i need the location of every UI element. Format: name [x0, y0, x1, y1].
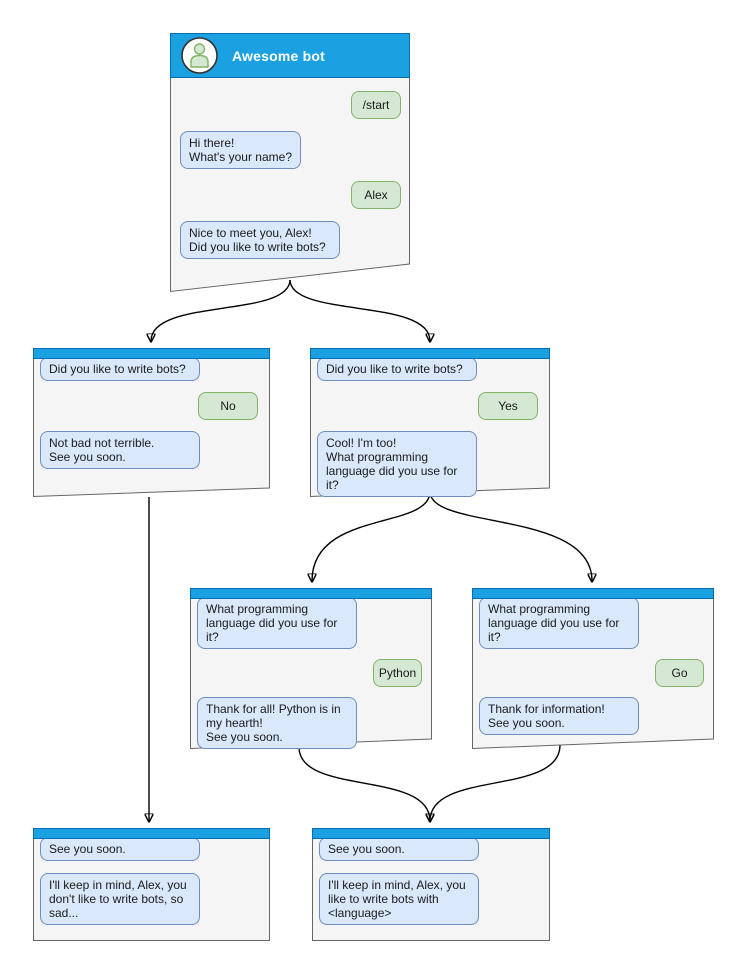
- message-list: Did you like to write bots? Yes Cool! I'…: [310, 357, 550, 497]
- window-title-bar: Awesome bot: [170, 33, 410, 78]
- window-title-bar: [190, 588, 432, 599]
- bot-message: Thank for information! See you soon.: [479, 697, 639, 735]
- user-message: /start: [351, 91, 401, 119]
- chat-node-python: What programming language did you use fo…: [190, 588, 432, 750]
- bot-message: See you soon.: [40, 837, 200, 861]
- edge-python-to-end: [298, 746, 430, 821]
- bot-message: Not bad not terrible. See you soon.: [40, 431, 200, 469]
- window-title-bar: [310, 348, 550, 359]
- message-list: What programming language did you use fo…: [472, 597, 714, 735]
- edge-go-to-end: [430, 744, 561, 821]
- bot-message: See you soon.: [319, 837, 479, 861]
- user-message: Go: [655, 659, 704, 687]
- bot-message: I'll keep in mind, Alex, you like to wri…: [319, 873, 479, 925]
- bot-message: Nice to meet you, Alex! Did you like to …: [180, 221, 340, 259]
- message-list: /start Hi there! What's your name? Alex …: [170, 78, 410, 259]
- chat-node-end-no: See you soon. I'll keep in mind, Alex, y…: [33, 828, 270, 941]
- bot-message: Did you like to write bots?: [40, 357, 200, 381]
- message-list: See you soon. I'll keep in mind, Alex, y…: [312, 837, 550, 925]
- edge-root-to-yes: [289, 279, 430, 341]
- edge-yes-to-go: [429, 491, 592, 581]
- edge-root-to-no: [151, 279, 291, 341]
- chat-node-end-yes: See you soon. I'll keep in mind, Alex, y…: [312, 828, 550, 941]
- bot-title: Awesome bot: [232, 47, 325, 64]
- user-message: Yes: [478, 392, 538, 420]
- message-list: What programming language did you use fo…: [190, 597, 432, 749]
- chat-node-go: What programming language did you use fo…: [472, 588, 714, 750]
- bot-message: Did you like to write bots?: [317, 357, 477, 381]
- user-message: No: [198, 392, 258, 420]
- bot-message: What programming language did you use fo…: [479, 597, 639, 649]
- bot-message: What programming language did you use fo…: [197, 597, 357, 649]
- edge-yes-to-python: [312, 491, 431, 581]
- bot-message: Cool! I'm too! What programming language…: [317, 431, 477, 497]
- bot-message: I'll keep in mind, Alex, you don't like …: [40, 873, 200, 925]
- message-list: See you soon. I'll keep in mind, Alex, y…: [33, 837, 270, 925]
- user-message: Python: [373, 659, 422, 687]
- person-icon: [181, 37, 218, 74]
- chat-node-branch-no: Did you like to write bots? No Not bad n…: [33, 348, 270, 498]
- user-message: Alex: [351, 181, 401, 209]
- bot-message: Hi there! What's your name?: [180, 131, 301, 169]
- window-title-bar: [33, 348, 270, 359]
- message-list: Did you like to write bots? No Not bad n…: [33, 357, 270, 469]
- window-title-bar: [472, 588, 714, 599]
- chat-node-branch-yes: Did you like to write bots? Yes Cool! I'…: [310, 348, 550, 498]
- chat-window-root: Awesome bot /start Hi there! What's your…: [170, 33, 410, 293]
- window-title-bar: [33, 828, 270, 839]
- window-title-bar: [312, 828, 550, 839]
- bot-message: Thank for all! Python is in my hearth! S…: [197, 697, 357, 749]
